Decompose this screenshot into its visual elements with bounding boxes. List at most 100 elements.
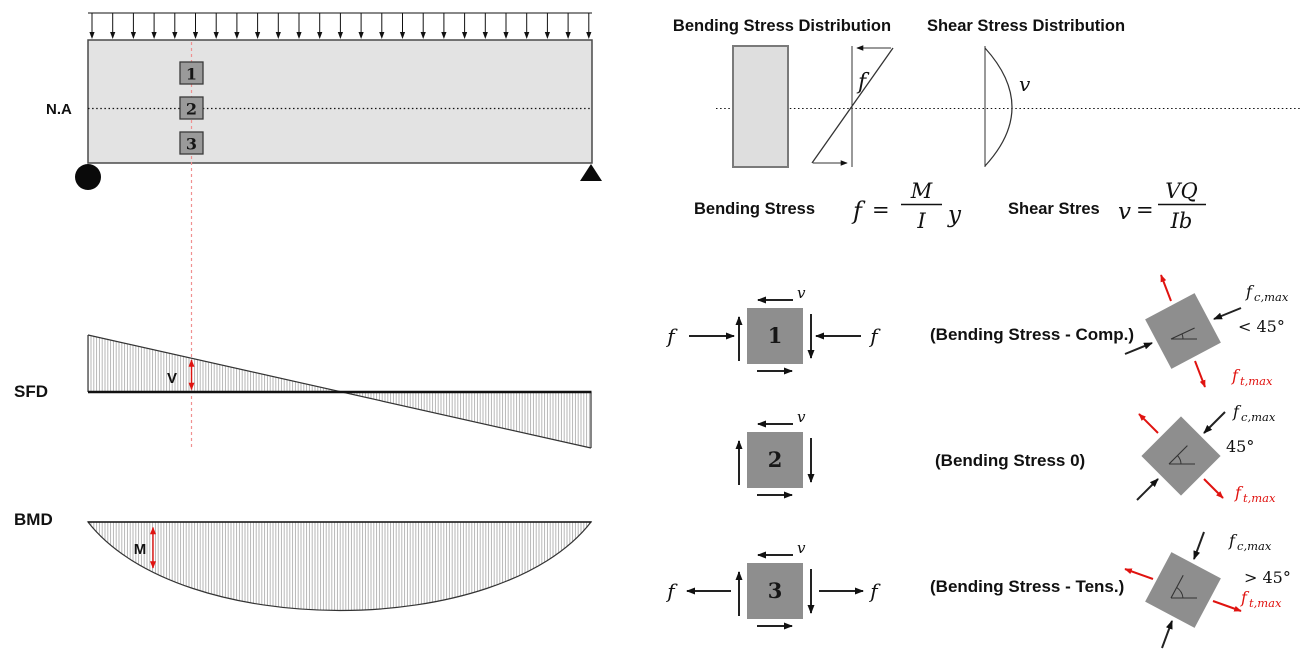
pin-support-icon — [75, 164, 101, 190]
shear-value-label: V — [167, 370, 177, 387]
row3-element-square — [747, 563, 803, 619]
shear-profile-parabola — [984, 47, 1013, 167]
row3-principal-element: f c,max > 45° f t,max — [1124, 531, 1291, 649]
section-point-1-box — [179, 61, 204, 85]
row2-tension-arrow-top — [1138, 413, 1159, 434]
row1-ft-label: f — [1231, 366, 1241, 385]
section-point-1-label: 1 — [186, 65, 197, 84]
row2-element-square — [747, 432, 803, 488]
row2-angle-arc — [1177, 455, 1182, 465]
row1-tension-arrow-top — [1160, 274, 1172, 302]
row2-ft-label: f — [1234, 483, 1244, 502]
section-point-2: 2 — [179, 96, 204, 120]
row1-right-f-label: f — [868, 324, 881, 348]
row3-rotated-square — [1145, 552, 1221, 628]
stress-element-row-3: v 3 f f (Bending Stress - Tens.) f c,max… — [665, 531, 1291, 649]
formula-f-num: M — [910, 179, 933, 203]
formula-v-den: Ib — [1170, 209, 1193, 233]
row3-tension-arrow-left — [1124, 568, 1154, 580]
shear-symbol: v — [1019, 72, 1031, 96]
row1-angle-label: < 45° — [1238, 317, 1285, 336]
formula-v-num: VQ — [1165, 179, 1197, 203]
row3-fc-sub: c,max — [1237, 539, 1272, 553]
section-point-2-label: 2 — [186, 100, 197, 119]
row1-element-square — [747, 308, 803, 364]
moment-value-label: M — [134, 541, 147, 558]
section-point-2-box — [179, 96, 204, 120]
distributed-load-arrows — [88, 12, 592, 40]
formula-f-eq: = — [872, 198, 890, 222]
row1-rotated-square — [1145, 293, 1221, 369]
bending-stress-formula: f = M I y — [851, 179, 962, 233]
section-point-3-label: 3 — [186, 135, 197, 154]
beam-body — [87, 39, 593, 164]
bending-stress-profile: f — [811, 45, 894, 167]
cross-section — [732, 45, 789, 168]
row3-fc-label: f — [1228, 531, 1238, 550]
row3-left-f-label: f — [665, 579, 678, 603]
row1-fc-sub: c,max — [1254, 290, 1289, 304]
bmd-label: BMD — [14, 510, 53, 529]
bending-stress-caption: Bending Stress — [694, 200, 815, 218]
row1-tension-arrow-bottom — [1194, 360, 1206, 388]
row2-angle-ray — [1168, 445, 1188, 465]
row1-compression-arrow-top — [1213, 307, 1242, 320]
row3-tension-arrow-right — [1212, 600, 1242, 612]
formula-f-tail: y — [947, 202, 962, 228]
row3-compression-arrow-bottom — [1161, 620, 1173, 649]
row2-fc-sub: c,max — [1241, 410, 1276, 424]
row1-angle-ray — [1170, 327, 1195, 340]
row3-angle-label: > 45° — [1244, 568, 1291, 587]
row1-left-f-label: f — [665, 324, 678, 348]
formula-v-eq: = — [1136, 198, 1154, 222]
row3-right-f-label: f — [868, 579, 881, 603]
stress-element-row-1: v 1 f f (Bending Stress - Comp.) f c,max… — [665, 274, 1289, 388]
bending-moment-diagram: BMD M — [14, 510, 593, 611]
shear-force-diagram: SFD V — [14, 334, 592, 449]
formula-f-den: I — [916, 209, 926, 233]
stress-element-row-2: v 2 (Bending Stress 0) f c,max 45° f t,m… — [735, 402, 1276, 505]
formula-v-lhs: v — [1118, 199, 1131, 225]
row3-angle-arc — [1176, 586, 1184, 599]
row2-shear-symbol: v — [797, 408, 806, 426]
row2-ft-sub: t,max — [1243, 491, 1276, 505]
shear-distribution-title: Shear Stress Distribution — [927, 17, 1125, 35]
row2-compression-arrow-bottom — [1136, 478, 1159, 501]
row2-element-number: 2 — [768, 447, 783, 472]
bending-profile-diagonal — [811, 47, 894, 164]
section-point-1: 1 — [179, 61, 204, 85]
shear-stress-caption: Shear Stres — [1008, 200, 1100, 218]
row2-caption: (Bending Stress 0) — [935, 451, 1085, 470]
row2-fc-label: f — [1232, 402, 1242, 421]
bmd-area — [86, 521, 593, 611]
row1-shear-symbol: v — [797, 284, 806, 302]
row1-element-number: 1 — [768, 323, 783, 348]
row3-compression-arrow-top — [1193, 531, 1205, 560]
formula-f-lhs: f — [851, 197, 866, 225]
bending-symbol: f — [856, 70, 870, 95]
sfd-label: SFD — [14, 382, 48, 401]
row2-compression-arrow-top — [1203, 411, 1226, 434]
row1-fc-label: f — [1245, 282, 1255, 301]
row1-ft-sub: t,max — [1240, 374, 1273, 388]
row3-ft-label: f — [1240, 588, 1250, 607]
section-point-3: 3 — [179, 131, 204, 155]
shear-stress-formula: v = VQ Ib — [1118, 179, 1206, 233]
row3-shear-symbol: v — [797, 539, 806, 557]
row3-caption: (Bending Stress - Tens.) — [930, 577, 1124, 596]
row3-ft-sub: t,max — [1249, 596, 1282, 610]
row3-element-number: 3 — [768, 578, 783, 603]
row2-rotated-square — [1141, 416, 1221, 496]
bending-distribution-title: Bending Stress Distribution — [673, 17, 891, 35]
beam-diagram: N.A 1 2 3 — [46, 12, 602, 447]
row2-principal-element: f c,max 45° f t,max — [1136, 402, 1276, 505]
row3-angle-ray — [1170, 574, 1184, 599]
section-point-3-box — [179, 131, 204, 155]
row1-angle-arc — [1181, 333, 1184, 340]
row2-tension-arrow-bottom — [1203, 478, 1224, 499]
neutral-axis-label: N.A — [46, 101, 72, 118]
row1-compression-arrow-bottom — [1124, 342, 1153, 355]
stress-distribution-section: Bending Stress Distribution Shear Stress… — [673, 17, 1302, 233]
